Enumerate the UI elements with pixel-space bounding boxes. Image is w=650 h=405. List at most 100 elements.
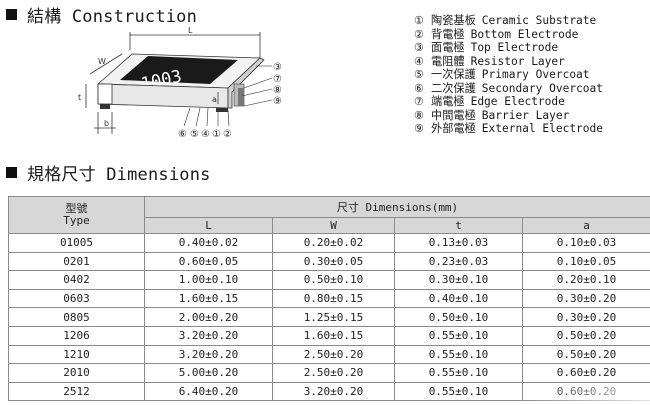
legend-zh: 中間電極 — [431, 108, 476, 122]
cell-a: 0.50±0.20 — [521, 344, 650, 365]
scan-fade-overlay — [520, 384, 650, 405]
cell-t: 0.23±0.03 — [394, 251, 523, 272]
cell-a: 0.20±0.10 — [521, 270, 650, 290]
legend-en: Edge Electrode — [470, 95, 565, 108]
callout-9: ⑨ — [273, 96, 282, 107]
cell-type: 0402 — [8, 270, 145, 290]
legend-num: ⑥ — [414, 81, 425, 95]
legend-zh: 外部電極 — [431, 122, 476, 135]
legend-zh: 陶瓷基板 — [431, 14, 476, 27]
legend-en: Secondary Overcoat — [481, 81, 604, 95]
dim-a-label: a — [212, 95, 217, 104]
dim-L-label: L — [188, 26, 193, 35]
callout-3: ③ — [273, 62, 282, 73]
cell-a: 0.50±0.20 — [521, 325, 650, 346]
callout-4: ④ — [201, 129, 210, 140]
cell-L: 1.00±0.10 — [144, 270, 273, 290]
legend-item: ② 背電極 Bottom Electrode — [414, 28, 603, 42]
cell-W: 2.50±0.20 — [272, 363, 395, 383]
construction-title: 結構 Construction — [27, 7, 198, 27]
cell-W: 0.80±0.15 — [272, 288, 395, 309]
legend-num: ⑧ — [414, 108, 425, 122]
resistor-construction-diagram: L W 1003 t b a ③ ⑦ ⑧ ⑨ ⑥ ⑤ ④ — [78, 26, 282, 140]
legend-num: ③ — [414, 41, 425, 54]
cell-t: 0.13±0.03 — [394, 233, 523, 253]
bullet-square-icon — [6, 9, 17, 20]
legend-en: Resistor Layer — [470, 54, 565, 68]
legend-item: ① 陶瓷基板 Ceramic Substrate — [414, 14, 603, 28]
cell-t: 0.55±0.10 — [394, 381, 523, 402]
cell-W: 0.30±0.05 — [272, 251, 395, 272]
cell-L: 6.40±0.20 — [144, 381, 273, 402]
cell-L: 0.60±0.05 — [144, 251, 273, 272]
callout-2: ② — [223, 129, 232, 140]
cell-W: 1.25±0.15 — [272, 307, 395, 327]
legend-en: Barrier Layer — [481, 108, 570, 122]
type-header: 型號 Type — [8, 196, 145, 234]
cell-L: 3.20±0.20 — [144, 325, 273, 346]
legend-zh: 一次保護 — [431, 68, 476, 81]
dimensions-title: 規格尺寸 Dimensions — [27, 165, 211, 185]
cell-t: 0.40±0.10 — [394, 288, 523, 309]
cell-L: 0.40±0.02 — [144, 233, 273, 253]
cell-t: 0.50±0.10 — [394, 307, 523, 327]
column-header-L: L — [144, 217, 273, 234]
legend-zh: 面電極 — [431, 41, 465, 54]
dim-t-label: t — [78, 93, 81, 102]
type-header-en: Type — [63, 214, 90, 227]
legend-zh: 背電極 — [431, 27, 465, 41]
cell-type: 1206 — [8, 325, 145, 346]
legend-num: ⑦ — [414, 95, 425, 108]
legend-zh: 二次保護 — [431, 81, 476, 95]
legend-zh: 電阻體 — [431, 54, 465, 68]
construction-legend: ① 陶瓷基板 Ceramic Substrate ② 背電極 Bottom Electro… — [414, 14, 603, 136]
legend-en: Bottom Electrode — [470, 27, 579, 41]
cell-L: 5.00±0.20 — [144, 363, 273, 383]
cell-a: 0.60±0.20 — [521, 363, 650, 383]
cell-a: 0.30±0.20 — [521, 307, 650, 327]
cell-a: 0.10±0.05 — [521, 251, 650, 272]
cell-type: 2010 — [8, 363, 145, 383]
callout-6: ⑥ — [178, 129, 187, 140]
cell-type: 0201 — [8, 251, 145, 272]
legend-en: External Electrode — [481, 122, 604, 135]
legend-en: Primary Overcoat — [481, 68, 590, 81]
legend-num: ① — [414, 14, 425, 27]
callout-1: ① — [212, 129, 221, 140]
callout-8: ⑧ — [273, 85, 282, 96]
legend-en: Top Electrode — [470, 41, 559, 54]
cell-W: 1.60±0.15 — [272, 325, 395, 346]
cell-a: 0.10±0.03 — [521, 233, 650, 253]
legend-item: ⑨ 外部電極 External Electrode — [414, 122, 603, 136]
column-header-a: a — [521, 217, 650, 234]
cell-type: 01005 — [8, 233, 145, 253]
legend-num: ② — [414, 27, 425, 41]
cell-a: 0.30±0.20 — [521, 288, 650, 309]
cell-type: 2512 — [8, 381, 145, 402]
column-header-W: W — [272, 217, 395, 234]
type-header-zh: 型號 — [65, 202, 88, 215]
dim-W-label: W — [98, 57, 106, 66]
cell-W: 0.20±0.02 — [272, 233, 395, 253]
cell-W: 2.50±0.20 — [272, 344, 395, 365]
callout-7: ⑦ — [273, 74, 282, 85]
cell-L: 3.20±0.20 — [144, 344, 273, 365]
callout-5: ⑤ — [190, 129, 199, 140]
cell-L: 2.00±0.20 — [144, 307, 273, 327]
legend-en: Ceramic Substrate — [481, 14, 597, 27]
cell-type: 1210 — [8, 344, 145, 365]
dimensions-group-header: 尺寸 Dimensions(mm) — [143, 196, 650, 218]
legend-num: ⑨ — [414, 122, 425, 135]
cell-L: 1.60±0.15 — [144, 288, 273, 309]
